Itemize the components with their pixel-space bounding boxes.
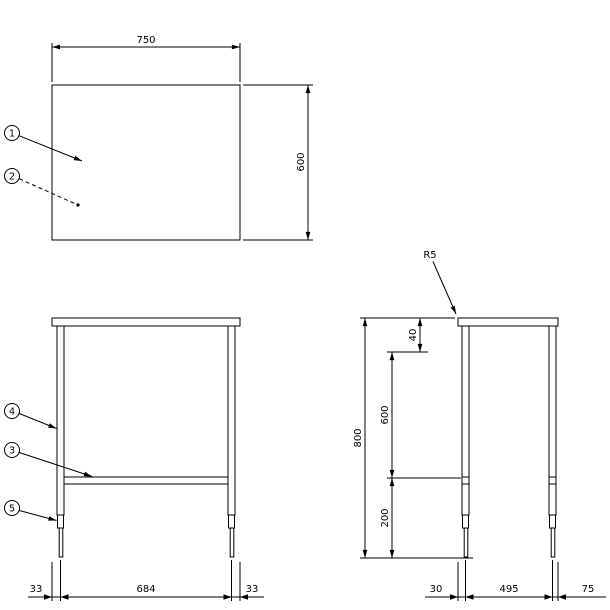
top-width-dimension: 750 bbox=[136, 35, 155, 46]
arrowhead bbox=[465, 594, 474, 600]
side-front-inset-dimension: 30 bbox=[430, 584, 443, 595]
callout-number: 3 bbox=[9, 446, 15, 457]
callout-2: 2 bbox=[4, 168, 80, 207]
callout-number: 5 bbox=[9, 504, 15, 515]
arrowhead bbox=[223, 594, 232, 600]
leg-upper-dimension: 600 bbox=[380, 405, 391, 424]
front-view: 33 684 33 4 3 5 bbox=[4, 317, 264, 601]
callout-balloon bbox=[4, 168, 20, 184]
callout-balloon bbox=[4, 500, 20, 516]
left-leg bbox=[56, 325, 65, 516]
leader-line bbox=[19, 452, 93, 477]
callout-balloon bbox=[4, 125, 20, 141]
top-thickness-dimension: 40 bbox=[408, 329, 419, 342]
side-view: R5 800 40 600 200 30 495 75 bbox=[353, 250, 606, 601]
top-depth-dimension: 600 bbox=[296, 152, 307, 171]
leader-line-dashed bbox=[19, 178, 79, 206]
callout-4: 4 bbox=[4, 403, 57, 429]
adjustable-foot-stem bbox=[58, 527, 64, 558]
arrowhead bbox=[240, 594, 248, 600]
corner-radius-note: R5 bbox=[423, 250, 436, 261]
adjustable-foot-nut bbox=[462, 514, 469, 529]
callout-3: 3 bbox=[4, 442, 93, 477]
arrowhead bbox=[450, 594, 458, 600]
right-leg bbox=[227, 325, 236, 516]
side-leg-span-dimension: 495 bbox=[499, 584, 518, 595]
adjustable-foot-nut bbox=[228, 514, 235, 529]
total-height-dimension: 800 bbox=[353, 428, 364, 447]
front-leg-span-dimension: 684 bbox=[136, 584, 155, 595]
callout-number: 1 bbox=[9, 129, 15, 140]
leader-dot bbox=[76, 203, 80, 207]
leg-lower-dimension: 200 bbox=[380, 508, 391, 527]
arrowhead bbox=[44, 594, 52, 600]
arrowhead bbox=[60, 594, 69, 600]
adjustable-foot-stem bbox=[550, 527, 556, 558]
leader-line bbox=[19, 413, 57, 429]
side-rear-inset-dimension: 75 bbox=[582, 584, 595, 595]
leader-line bbox=[19, 135, 83, 162]
adjustable-foot-nut bbox=[57, 514, 64, 529]
arrowhead bbox=[544, 594, 553, 600]
callout-balloon bbox=[4, 403, 20, 419]
adjustable-foot-stem bbox=[229, 527, 235, 558]
tabletop-plan-outline bbox=[51, 84, 241, 241]
front-right-overhang-dimension: 33 bbox=[246, 584, 259, 595]
leader-line bbox=[19, 510, 57, 521]
tabletop-front bbox=[51, 317, 241, 327]
tabletop-side bbox=[457, 317, 559, 327]
adjustable-foot-stem bbox=[463, 527, 469, 558]
callout-1: 1 bbox=[4, 125, 83, 162]
callout-number: 2 bbox=[9, 172, 15, 183]
top-view: 750 600 1 2 bbox=[4, 35, 313, 241]
callout-5: 5 bbox=[4, 500, 57, 521]
adjustable-foot-nut bbox=[549, 514, 556, 529]
front-leg bbox=[461, 325, 470, 516]
callout-balloon bbox=[4, 442, 20, 458]
rear-leg bbox=[548, 325, 557, 516]
front-left-overhang-dimension: 33 bbox=[30, 584, 43, 595]
arrowhead bbox=[558, 594, 566, 600]
callout-number: 4 bbox=[9, 407, 15, 418]
leader-line bbox=[432, 261, 457, 315]
cross-brace bbox=[63, 476, 229, 485]
